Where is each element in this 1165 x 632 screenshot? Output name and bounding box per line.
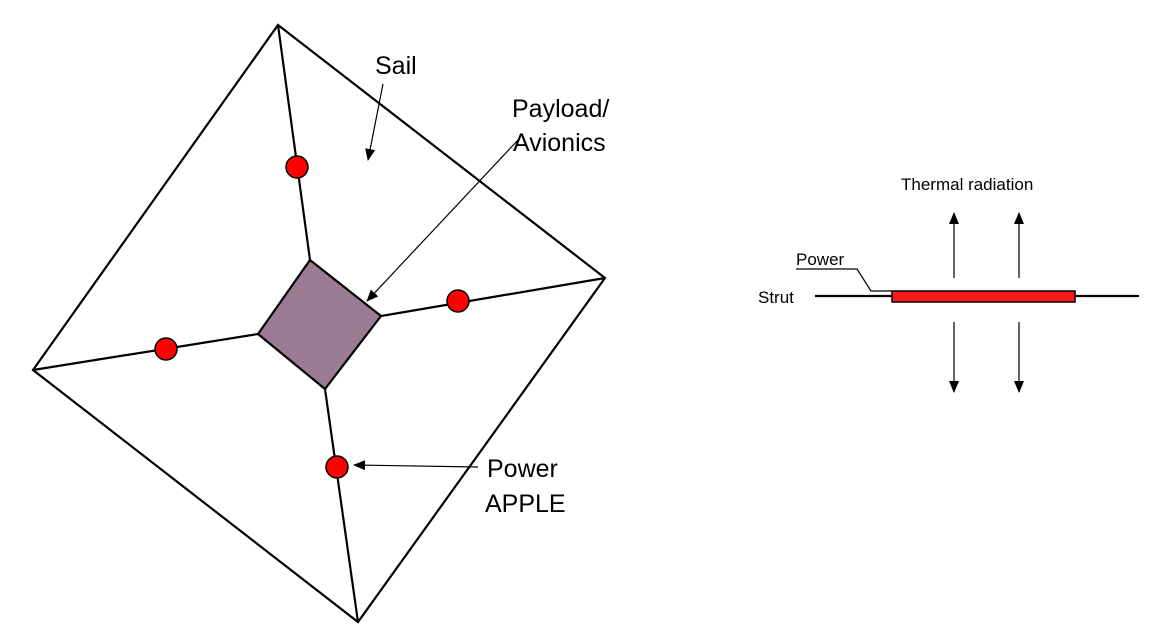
sail-arrow xyxy=(365,83,384,161)
payload-label-line2: Avionics xyxy=(513,129,606,157)
strut-label: Strut xyxy=(758,288,794,307)
power-node-left xyxy=(154,337,178,361)
power-node-bottom xyxy=(325,455,349,479)
payload-arrow xyxy=(366,139,519,302)
power-strip xyxy=(891,290,1076,303)
strut-top xyxy=(276,24,312,261)
strut-right xyxy=(380,276,606,318)
payload-label-line1: Payload/ xyxy=(512,95,609,123)
sail-label: Sail xyxy=(375,52,417,80)
sail-diagram: Sail Payload/ Avionics Power APPLE xyxy=(31,23,609,624)
strut-left xyxy=(32,332,259,372)
payload-avionics-box xyxy=(256,258,383,391)
power-leader-line xyxy=(796,268,892,292)
power-label-line2: APPLE xyxy=(485,490,566,518)
power-label: Power xyxy=(796,250,845,269)
thermal-diagram: Thermal radiation Power Strut xyxy=(758,175,1139,393)
power-node-right xyxy=(446,289,470,313)
thermal-radiation-label: Thermal radiation xyxy=(901,175,1033,194)
strut-bottom xyxy=(323,388,360,623)
power-node-top xyxy=(285,155,309,179)
power-arrow xyxy=(353,460,479,471)
power-label-line1: Power xyxy=(487,455,558,483)
